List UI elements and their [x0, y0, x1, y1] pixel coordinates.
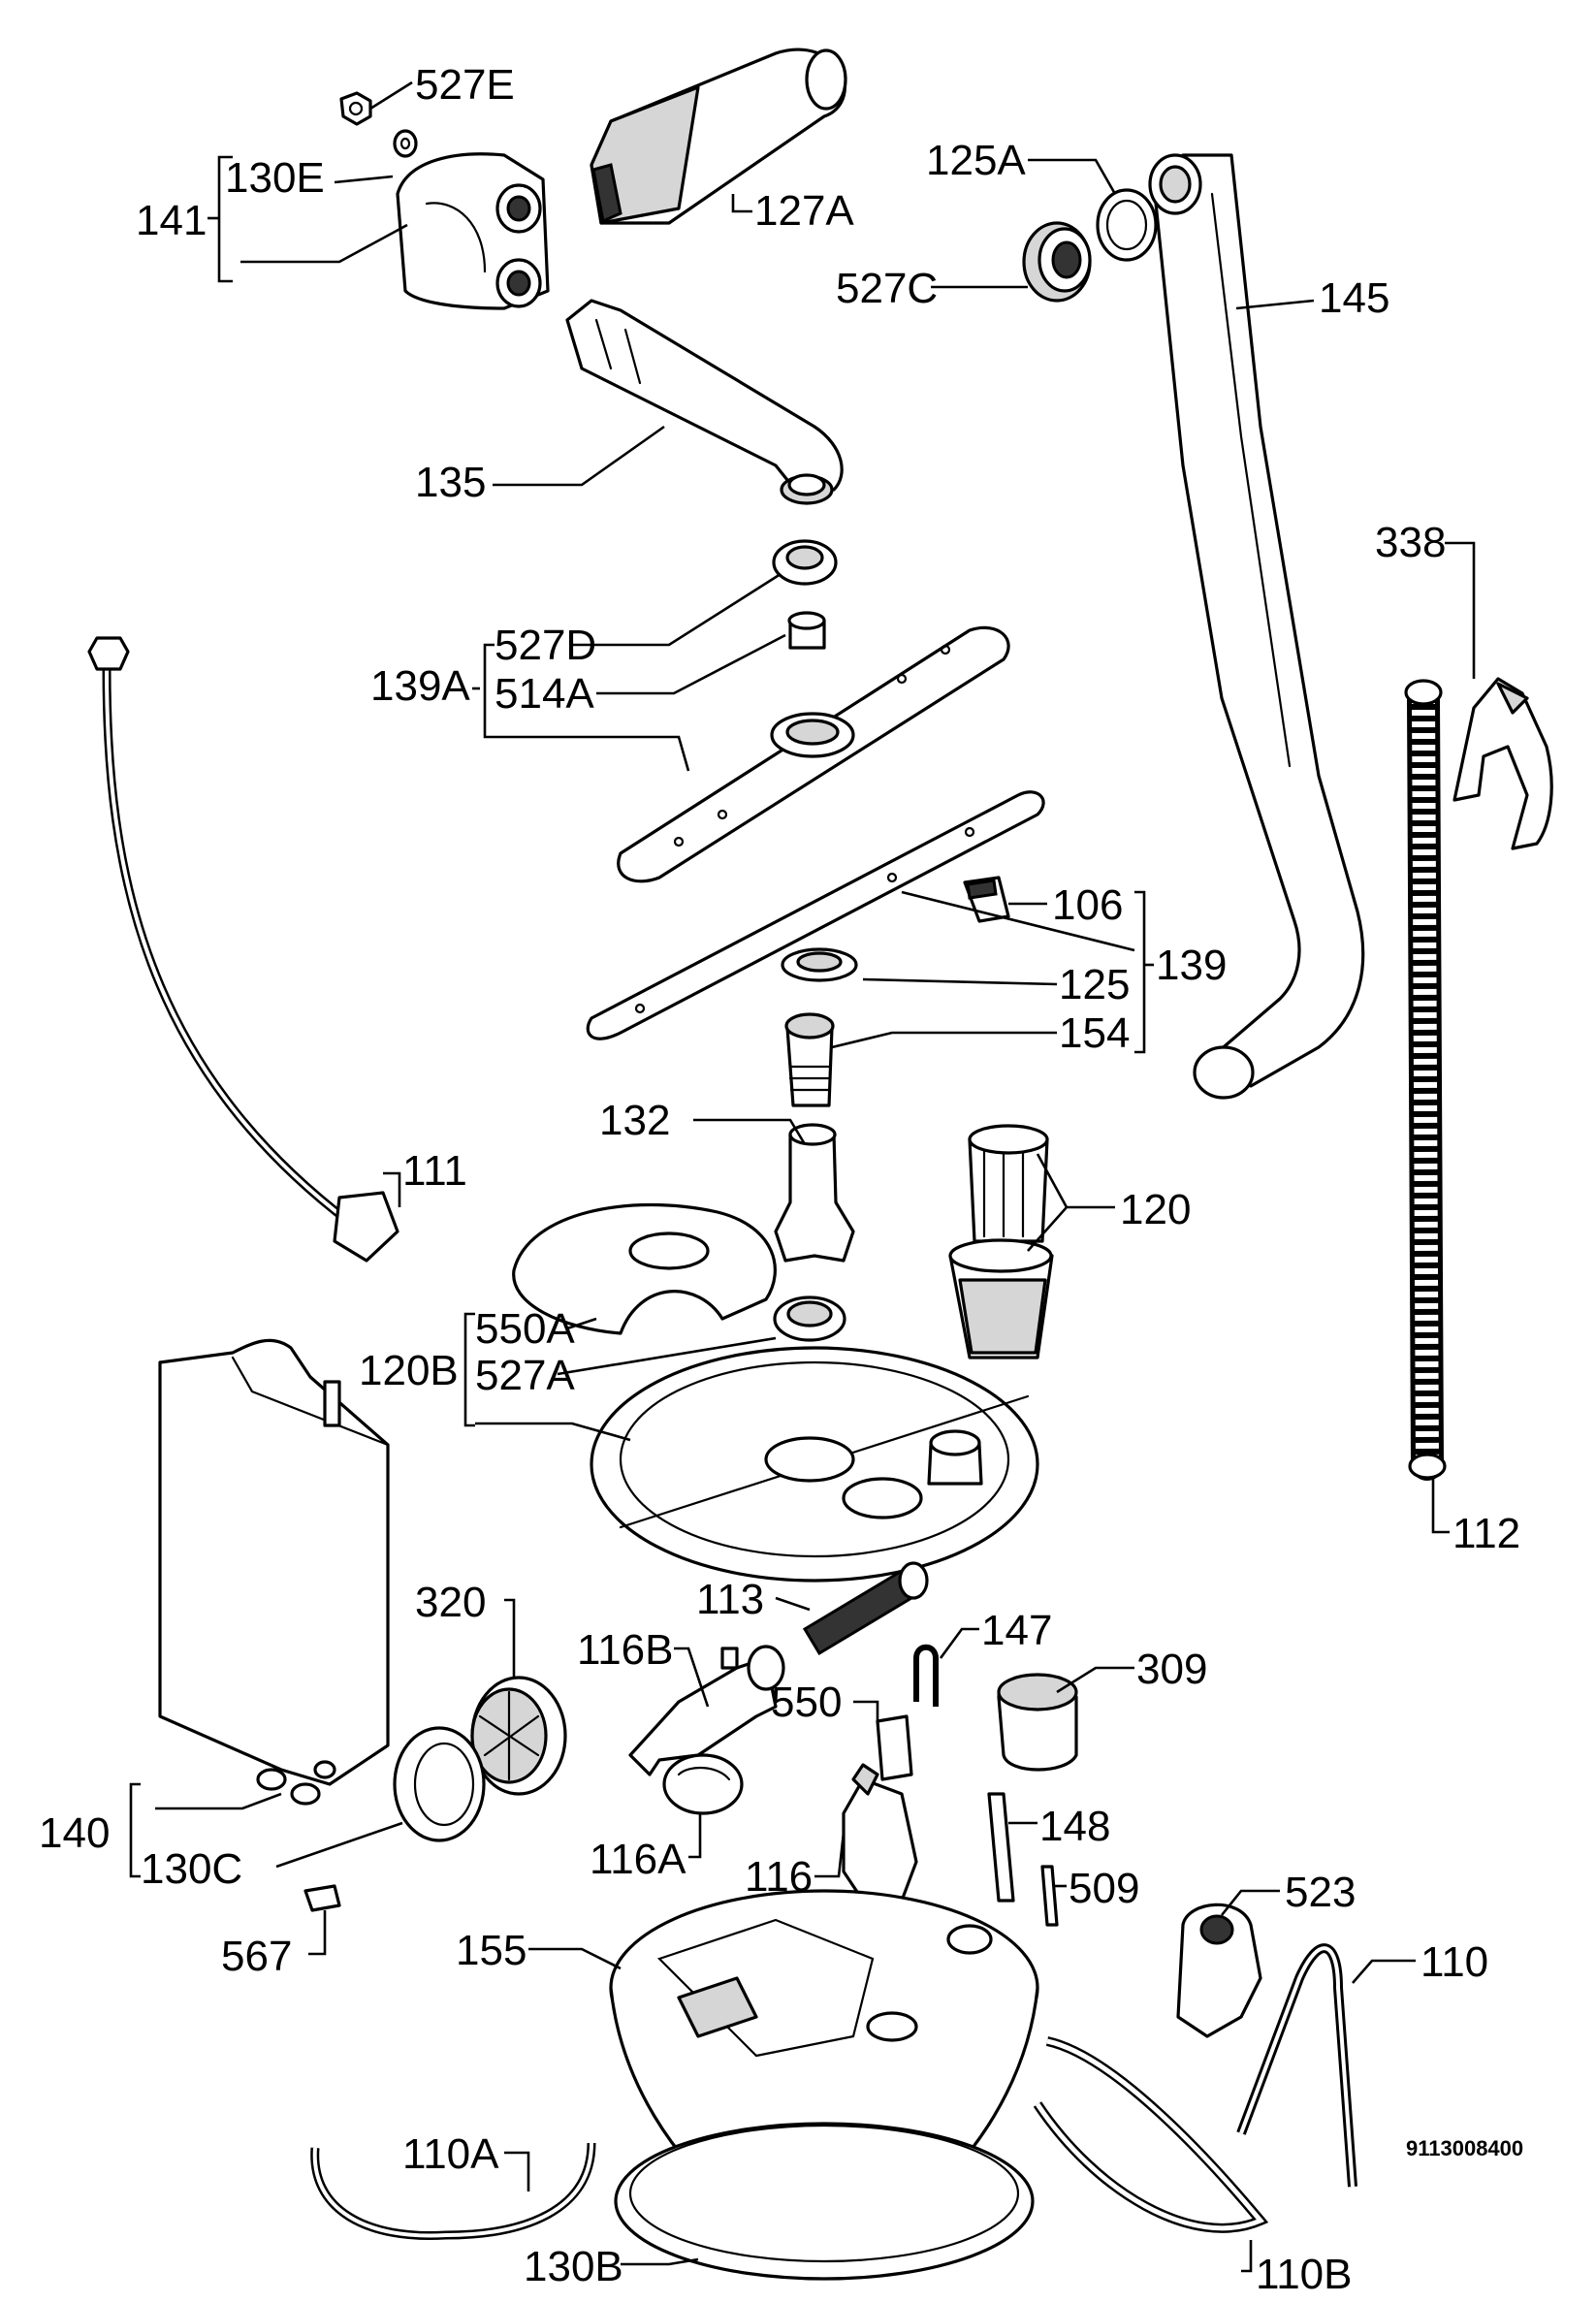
- label-147: 147: [981, 1607, 1052, 1654]
- part-140-softener: [158, 1338, 390, 1806]
- label-139: 139: [1156, 942, 1227, 989]
- part-125-bearing: [781, 947, 858, 982]
- part-514a-nozzle: [787, 611, 826, 650]
- label-120: 120: [1120, 1186, 1191, 1233]
- part-120b-plate: [590, 1346, 1039, 1583]
- part-338-clip: [1452, 677, 1553, 850]
- part-132-sleeve: [774, 1123, 855, 1263]
- part-147-wire: [913, 1644, 939, 1707]
- label-113: 113: [696, 1576, 764, 1623]
- part-567-clip: [303, 1884, 341, 1912]
- part-112-hose: [1404, 679, 1447, 1481]
- label-141: 141: [136, 197, 207, 244]
- part-141-manifold: [396, 152, 550, 310]
- part-130e-washer: [393, 129, 418, 158]
- part-113-spring: [802, 1561, 929, 1656]
- label-135: 135: [415, 459, 486, 506]
- part-320-cap: [470, 1676, 567, 1796]
- part-527d-cap: [772, 539, 838, 586]
- part-309-cap: [997, 1673, 1078, 1772]
- part-116a-ball: [662, 1753, 744, 1815]
- part-509-pin: [1040, 1865, 1059, 1927]
- label-509: 509: [1069, 1865, 1139, 1912]
- part-550-block: [876, 1714, 913, 1781]
- part-125a-ring: [1096, 188, 1158, 262]
- part-110-hose: [1236, 1943, 1357, 2188]
- part-527c-nut: [1022, 221, 1092, 303]
- label-130b: 130B: [524, 2243, 623, 2290]
- label-567: 567: [221, 1933, 292, 1980]
- part-550a-plate: [512, 1202, 777, 1335]
- label-527c: 527C: [836, 265, 938, 312]
- part-527a-nut: [773, 1295, 846, 1342]
- label-127a: 127A: [754, 187, 854, 235]
- label-116a: 116A: [590, 1836, 686, 1883]
- label-110b: 110B: [1256, 2251, 1353, 2298]
- label-139a: 139A: [370, 662, 470, 710]
- label-116b: 116B: [577, 1626, 674, 1674]
- label-550: 550: [771, 1679, 842, 1726]
- label-130e: 130E: [225, 154, 325, 202]
- part-127a-tube: [590, 48, 847, 225]
- label-148: 148: [1039, 1803, 1110, 1850]
- part-110a-hose: [310, 2142, 596, 2241]
- part-154-shaft: [784, 1012, 835, 1107]
- part-139-lower-arm: [586, 790, 1045, 1040]
- label-154: 154: [1059, 1009, 1130, 1057]
- label-145: 145: [1319, 274, 1389, 322]
- label-527a: 527A: [475, 1352, 575, 1399]
- label-116: 116: [745, 1853, 813, 1901]
- label-514a: 514A: [495, 670, 594, 718]
- label-125a: 125A: [926, 137, 1026, 184]
- label-110: 110: [1420, 1938, 1488, 1986]
- part-523-holder: [1176, 1903, 1262, 2038]
- callout-labels: 527E 130E 141 127A 125A 527C 145 135 338…: [39, 61, 1523, 2298]
- part-116-valve: [842, 1763, 918, 1903]
- label-338: 338: [1375, 519, 1446, 566]
- label-523: 523: [1285, 1869, 1356, 1916]
- label-106: 106: [1052, 881, 1123, 929]
- label-155: 155: [456, 1927, 527, 1974]
- label-527d: 527D: [495, 622, 596, 669]
- part-527e-nut: [339, 91, 372, 126]
- part-111-hose: [87, 636, 399, 1263]
- label-120b: 120B: [359, 1347, 459, 1394]
- label-527e: 527E: [415, 61, 515, 109]
- part-139a-upper-arm: [617, 625, 1010, 883]
- part-130b-gasket: [614, 2122, 1035, 2281]
- part-135-spray-arm: [565, 299, 844, 505]
- label-320: 320: [415, 1579, 486, 1626]
- leader-lines: [129, 80, 1476, 2273]
- part-110b-hose: [1033, 2036, 1269, 2233]
- label-132: 132: [599, 1097, 670, 1144]
- part-145-pipe: [1148, 153, 1365, 1100]
- label-130c: 130C: [141, 1845, 242, 1893]
- label-111: 111: [402, 1147, 467, 1195]
- label-140: 140: [39, 1809, 110, 1857]
- document-code: 9113008400: [1406, 2136, 1523, 2160]
- label-550a: 550A: [475, 1305, 575, 1353]
- part-130c-gasket: [393, 1726, 486, 1842]
- label-125: 125: [1059, 961, 1130, 1008]
- part-148-rod: [987, 1792, 1015, 1903]
- part-106-cap: [963, 876, 1010, 923]
- part-120-filter: [948, 1124, 1054, 1359]
- label-112: 112: [1452, 1510, 1520, 1557]
- part-116b-valve: [628, 1645, 785, 1776]
- label-110a: 110A: [402, 2130, 499, 2178]
- label-309: 309: [1136, 1646, 1207, 1693]
